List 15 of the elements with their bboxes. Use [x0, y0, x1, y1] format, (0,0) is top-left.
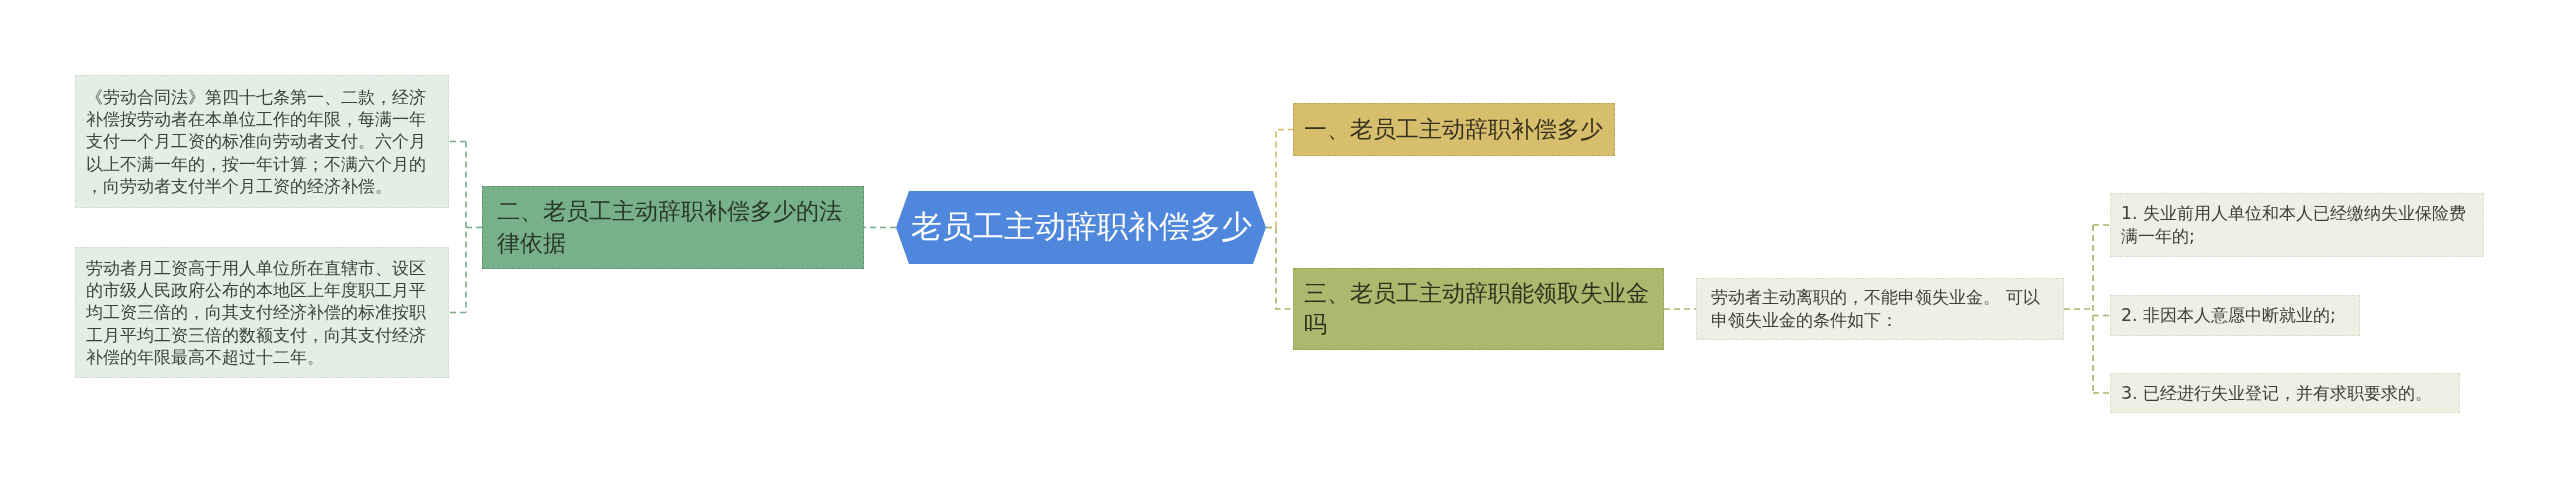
topic-box: 一、老员工主动辞职补偿多少 — [1293, 103, 1615, 156]
topic-box: 二、老员工主动辞职补偿多少的法律依据 — [482, 186, 864, 269]
note-box: 3. 已经进行失业登记，并有求职要求的。 — [2110, 373, 2460, 413]
topic-box: 三、老员工主动辞职能领取失业金吗 — [1293, 268, 1664, 350]
note-box: 2. 非因本人意愿中断就业的; — [2110, 295, 2360, 336]
connector-line — [448, 140, 483, 314]
connector-line — [2063, 224, 2111, 394]
note-box: 劳动者主动离职的，不能申领失业金。 可以申领失业金的条件如下： — [1696, 278, 2064, 340]
connector-line — [1663, 308, 1697, 310]
hexagon-topic: 老员工主动辞职补偿多少 — [896, 191, 1266, 264]
note-box: 《劳动合同法》第四十七条第一、二款，经济补偿按劳动者在本单位工作的年限，每满一年支付一个月工资的标准向劳动者支付。六个月以上不满一年的，按一年计算；不满六个月的，向劳动者支付半个月工资的经济补偿。 — [75, 75, 449, 208]
note-box: 劳动者月工资高于用人单位所在直辖市、设区的市级人民政府公布的本地区上年度职工月平均工资三倍的，向其支付经济补偿的标准按职工月平均工资三倍的数额支付，向其支付经济补偿的年限最高不超过十二年。 — [75, 247, 449, 378]
connector-line — [863, 226, 897, 229]
note-box: 1. 失业前用人单位和本人已经缴纳失业保险费满一年的; — [2110, 193, 2484, 257]
connector-line — [1265, 226, 1294, 310]
